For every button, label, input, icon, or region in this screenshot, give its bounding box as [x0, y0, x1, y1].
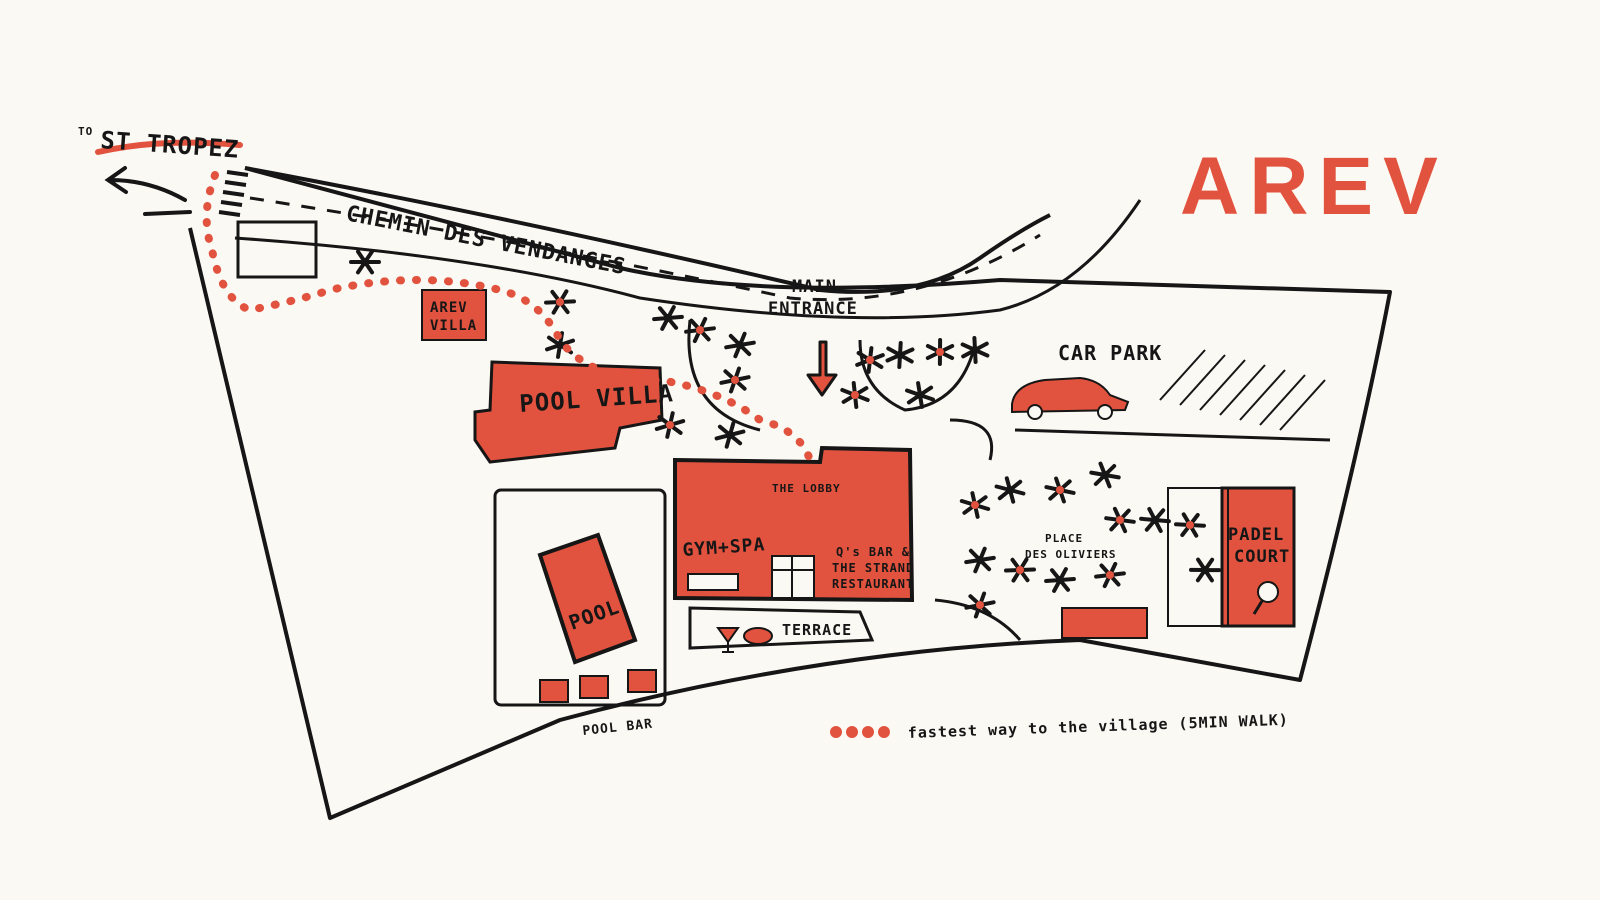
palm-tree-icon — [964, 546, 996, 574]
road-name-label: CHEMIN DES VENDANGES — [344, 201, 628, 280]
pool: POOL — [537, 532, 638, 665]
palm-tree-icon — [545, 331, 575, 359]
palm-tree-icon — [1004, 557, 1036, 583]
cocktail-icon — [716, 627, 740, 653]
palm-tree-icon — [1089, 461, 1121, 489]
site-boundary — [188, 166, 1392, 820]
padel-label-2: COURT — [1234, 547, 1290, 567]
place-planter — [1061, 607, 1148, 639]
road-edge-top — [244, 166, 1051, 294]
to-label: TO — [78, 125, 93, 138]
padel-court: PADEL COURT — [1220, 486, 1296, 628]
palm-tree-icon — [1044, 567, 1076, 593]
place-label-2: DES OLIVIERS — [1025, 548, 1116, 561]
palm-tree-icon — [994, 476, 1026, 504]
qs-bar-label-1: Q's BAR & — [836, 545, 910, 559]
palm-tree-icon — [925, 338, 955, 366]
road-edge-bottom — [234, 199, 1142, 320]
terrace-label: TERRACE — [782, 621, 852, 639]
palm-tree-icon — [1104, 506, 1136, 534]
car-park-label: CAR PARK — [1058, 341, 1162, 365]
palm-tree-icon — [544, 289, 576, 315]
palm-tree-icon — [959, 491, 991, 519]
racket-icon — [1252, 581, 1279, 615]
plate-icon — [743, 627, 773, 645]
legend-text: fastest way to the village (5MIN WALK) — [908, 711, 1290, 742]
palm-tree-icon — [719, 366, 751, 394]
main-entrance-label-1: MAIN — [792, 277, 837, 297]
pool-deck — [493, 488, 667, 707]
lobby-label: THE LOBBY — [772, 482, 841, 495]
fastest-route — [202, 171, 814, 464]
lobby-building: THE LOBBY GYM+SPA Q's BAR & THE STRAND R… — [673, 445, 915, 603]
palm-tree-icon — [855, 346, 885, 374]
palm-tree-icon — [905, 381, 935, 409]
pool-bar-tables — [539, 669, 657, 703]
padel-label-1: PADEL — [1228, 525, 1284, 545]
road-centerline — [249, 196, 1041, 302]
st-tropez-label: ST TROPEZ — [100, 126, 241, 164]
palm-tree-icon — [724, 331, 756, 359]
court-outline — [1167, 487, 1229, 627]
palm-tree-icon — [964, 591, 996, 619]
palm-tree-icon — [1044, 476, 1076, 504]
qs-bar-label-2: THE STRAND — [832, 561, 914, 575]
terrace-area — [688, 606, 875, 650]
palm-tree-icon — [885, 341, 915, 369]
dotted-path-icon — [830, 726, 890, 738]
palm-tree-icon — [654, 411, 686, 439]
entrance-arrow-icon — [806, 340, 838, 397]
arev-villa: AREV VILLA — [421, 289, 487, 341]
st-tropez-underline — [95, 139, 243, 155]
main-entrance-label-2: ENTRANCE — [768, 299, 858, 319]
palm-tree-icon — [960, 336, 990, 364]
arev-villa-label-1: AREV — [430, 300, 468, 316]
brand-logo: AREV — [1180, 141, 1448, 232]
palm-tree-icon — [714, 421, 746, 449]
palm-tree-icon — [1189, 557, 1221, 583]
palm-tree-icon — [840, 381, 870, 409]
gatehouse — [236, 220, 318, 279]
car-icon — [1011, 376, 1130, 420]
parking-stalls — [1159, 349, 1326, 431]
arev-villa-label-2: VILLA — [430, 318, 477, 334]
palm-tree-icon — [1094, 561, 1126, 589]
palm-tree-icon — [1139, 507, 1171, 533]
place-label-1: PLACE — [1045, 532, 1083, 545]
palm-tree-icon — [1174, 512, 1206, 538]
palm-tree-icon — [684, 316, 716, 344]
arrow-left-icon — [104, 166, 192, 216]
palm-trees — [349, 249, 1221, 619]
palm-tree-icon — [349, 249, 381, 275]
pool-bar-label: POOL BAR — [582, 717, 654, 739]
qs-bar-label-3: RESTAURANT — [832, 577, 914, 591]
palm-tree-icon — [652, 305, 684, 331]
crosswalk — [218, 170, 249, 217]
pool-villa: POOL VILLA — [473, 360, 675, 464]
